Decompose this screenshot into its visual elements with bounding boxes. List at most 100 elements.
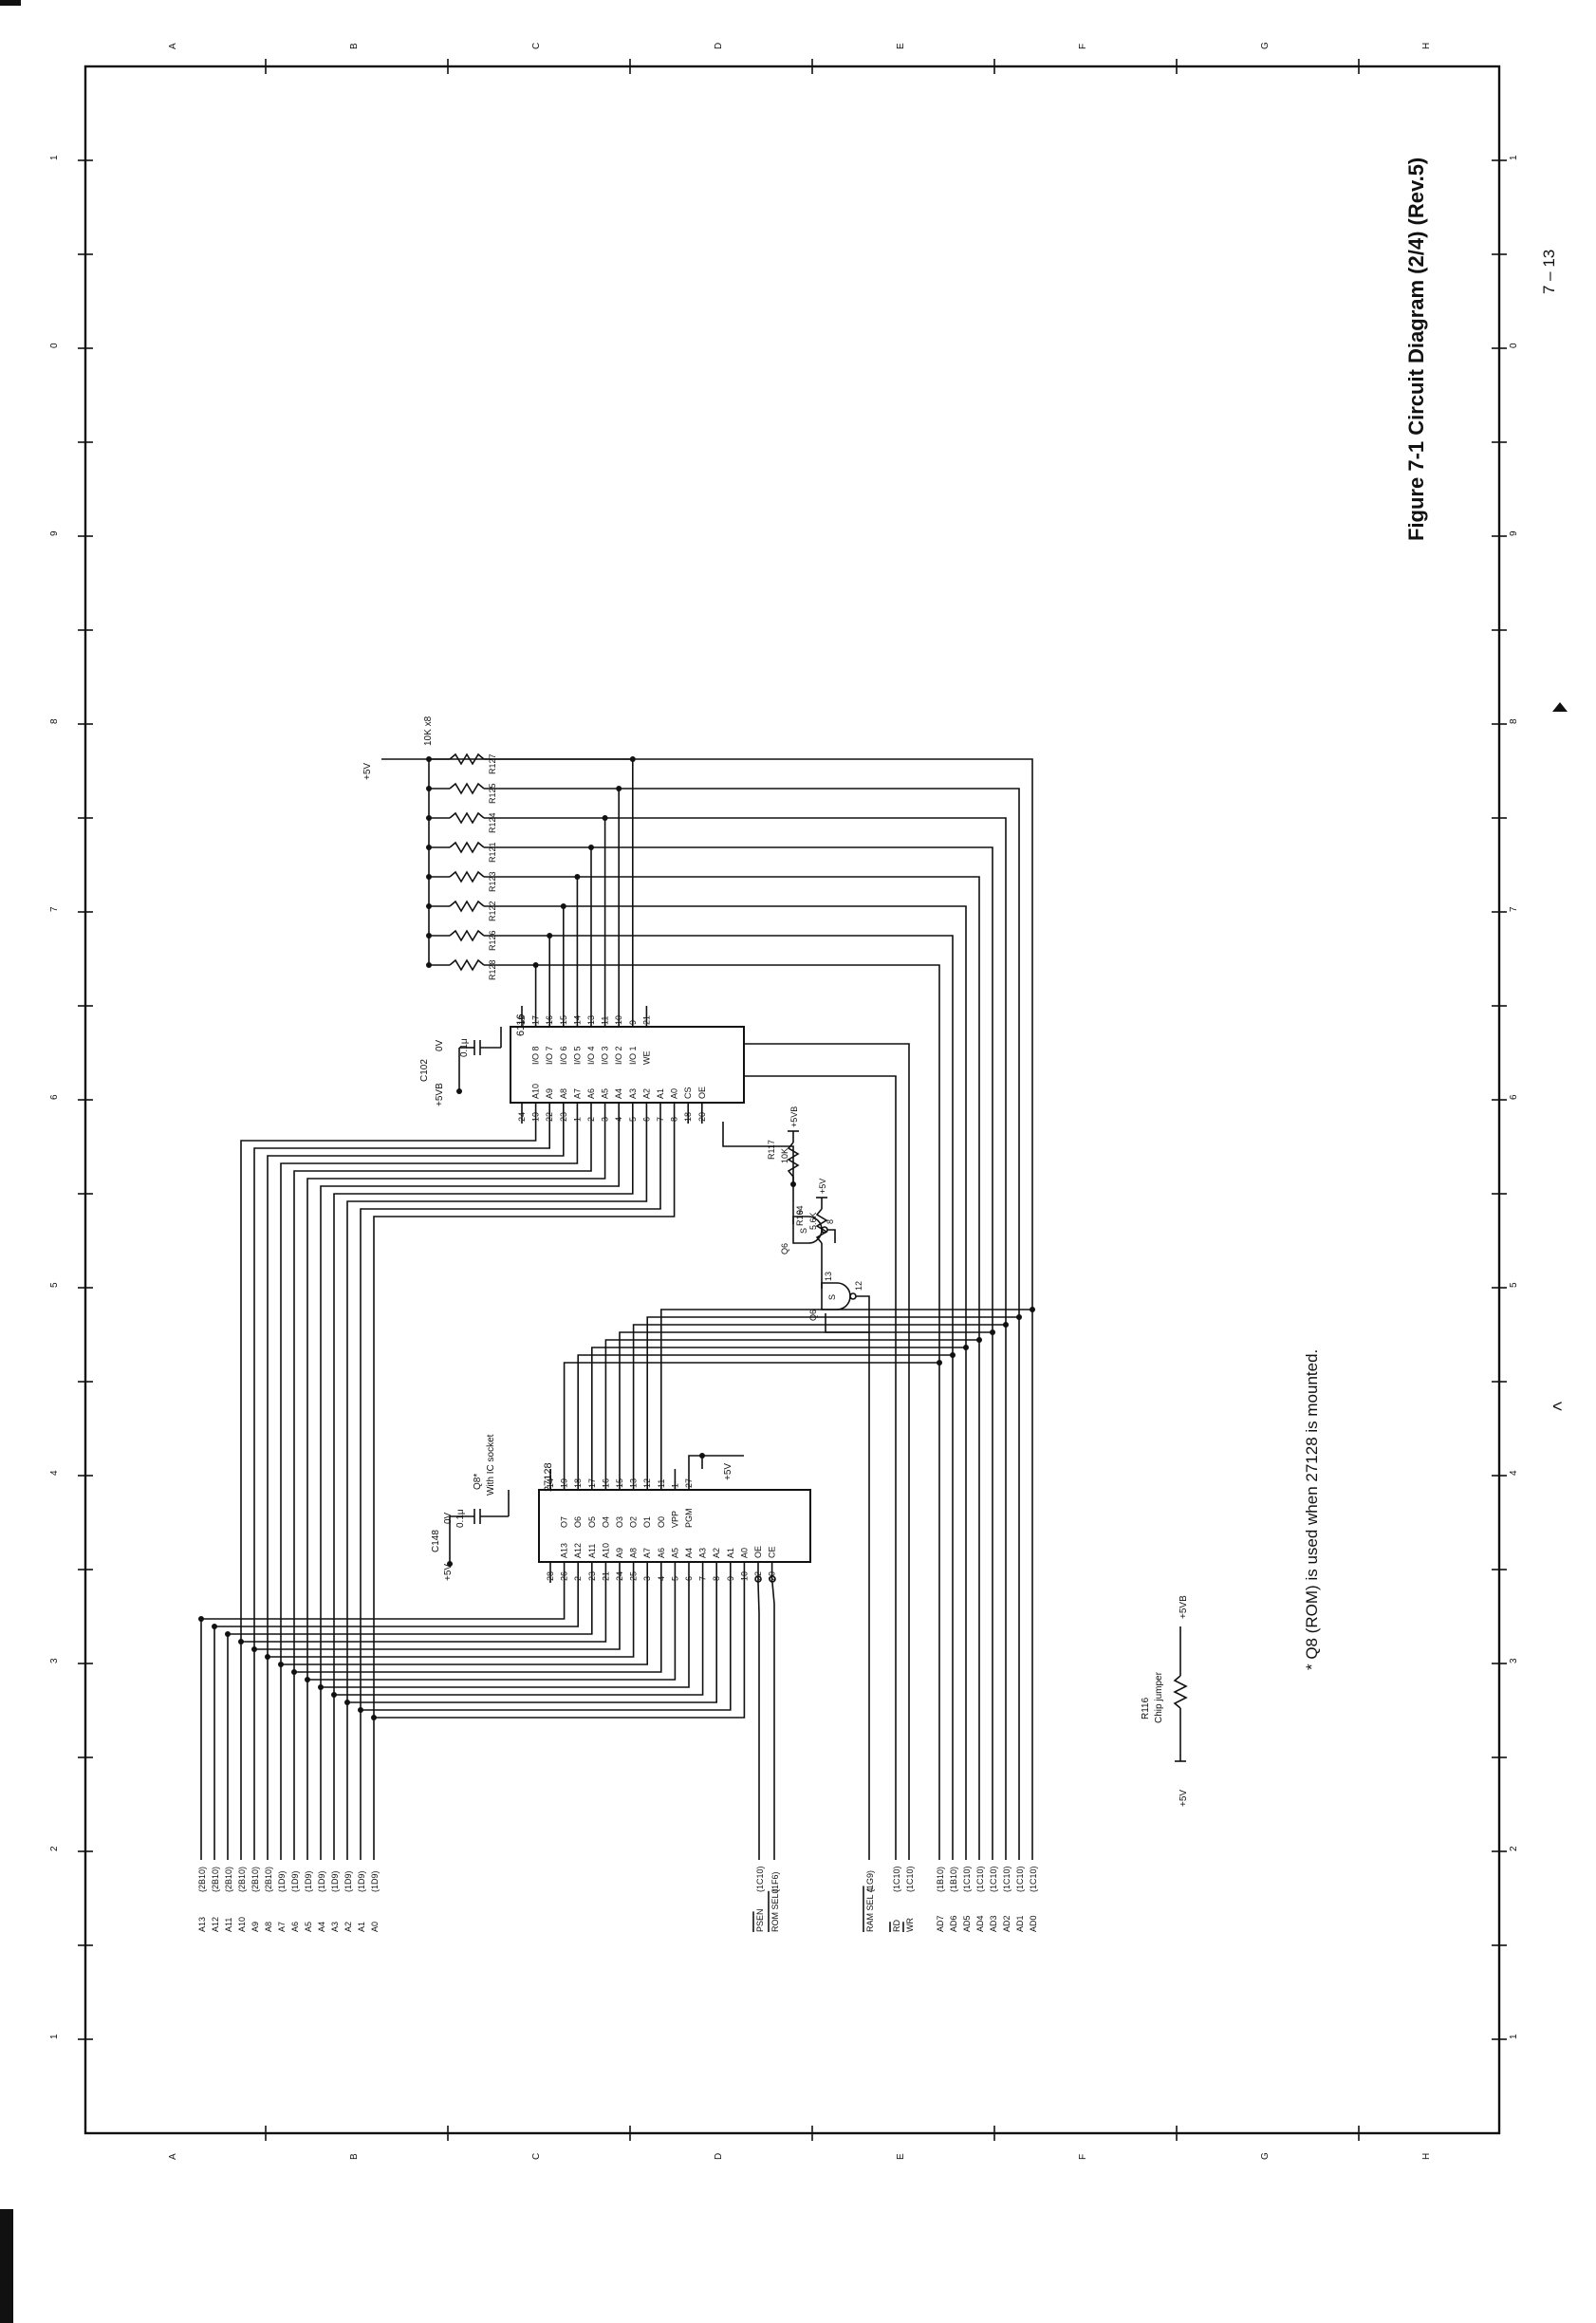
- address-wire: [373, 1583, 746, 1860]
- address-wire: [373, 1124, 676, 1718]
- pin-number: 14: [546, 1478, 555, 1488]
- pin-number: 13: [586, 1015, 596, 1025]
- pin-number: 12: [517, 1015, 527, 1025]
- pin-name: I/O 4: [586, 1046, 596, 1065]
- pin-name: A3: [698, 1548, 708, 1558]
- data-wire: [604, 1339, 980, 1860]
- zone-letter-top: E: [896, 43, 906, 49]
- pin-number: 24: [517, 1112, 527, 1122]
- connector-signal: A12: [211, 1917, 220, 1932]
- address-wire: [320, 1124, 621, 1687]
- pin-name: A9: [545, 1088, 554, 1099]
- rom-cap-label: C148: [431, 1530, 441, 1552]
- zone-letter-bottom: A: [168, 2153, 178, 2160]
- zone-letter-top: D: [714, 43, 724, 49]
- address-wire: [346, 1583, 718, 1860]
- zone-number-right: 4: [1509, 1470, 1519, 1476]
- pin-number: 26: [560, 1571, 569, 1581]
- connector-ref: (1C10): [1029, 1866, 1038, 1892]
- rom-socket-note: With IC socket: [486, 1434, 496, 1496]
- connector-signal: WR: [905, 1918, 915, 1932]
- pin-name: A1: [726, 1548, 735, 1558]
- jumper-left: +5V: [1178, 1790, 1189, 1807]
- junction-dot: [790, 1181, 796, 1187]
- pin-name: VPP: [670, 1511, 679, 1528]
- data-wire: [659, 1309, 1033, 1860]
- gate-resistor-ref: R164: [795, 1205, 805, 1226]
- pin-name: O6: [573, 1516, 583, 1528]
- data-wire: [634, 876, 980, 1340]
- pin-name: A0: [670, 1088, 679, 1099]
- connector-signal: AD1: [1015, 1915, 1025, 1932]
- pin-number: 21: [641, 1015, 651, 1025]
- address-wire: [253, 1583, 621, 1860]
- data-wire: [634, 905, 967, 1347]
- resistor-ref: R126: [488, 930, 497, 951]
- pin-number: 18: [683, 1112, 693, 1122]
- pin-name: O3: [615, 1516, 624, 1528]
- resistor-zigzag: [449, 870, 485, 883]
- resistor-zigzag: [449, 811, 485, 825]
- connector-signal: AD7: [936, 1915, 945, 1932]
- connector-ref: (1F6): [770, 1871, 780, 1892]
- address-wire: [240, 1124, 537, 1642]
- pin-number: 8: [670, 1117, 679, 1122]
- pin-number: 7: [656, 1117, 665, 1122]
- pin-name: CS: [683, 1087, 693, 1099]
- address-wire: [280, 1583, 649, 1860]
- connector-ref: (1B10): [936, 1867, 945, 1892]
- pin-name: OE: [753, 1546, 763, 1558]
- data-wire: [634, 758, 1033, 1310]
- resistor-ref: R122: [488, 901, 497, 921]
- ram-part-number: 6116: [515, 1013, 527, 1036]
- pin-number: 1: [572, 1117, 582, 1122]
- zone-number-right: 9: [1509, 530, 1519, 536]
- orientation-chevron-icon: <: [1552, 1397, 1563, 1416]
- pin-name: A2: [712, 1548, 721, 1558]
- pin-name: O5: [587, 1516, 597, 1528]
- connector-ref: (1D9): [290, 1870, 300, 1892]
- zone-number-left: 1: [49, 155, 60, 160]
- resistor-zigzag: [815, 1208, 828, 1244]
- pin-name: I/O 6: [559, 1046, 568, 1065]
- gate-pin-in: 9: [795, 1210, 805, 1215]
- pin-name: I/O 5: [572, 1046, 582, 1065]
- address-wire: [267, 1124, 565, 1657]
- pin-name: A4: [684, 1548, 694, 1558]
- address-wire: [360, 1124, 661, 1710]
- zone-number-left: 4: [49, 1470, 60, 1476]
- control-wire: [765, 1043, 910, 1860]
- pin-name: A0: [739, 1548, 749, 1558]
- data-wire: [634, 846, 993, 1332]
- pin-number: 22: [545, 1112, 554, 1122]
- gate-wire: [827, 1229, 836, 1243]
- junction-dot: [198, 1616, 204, 1622]
- zone-number-left: 7: [49, 906, 60, 912]
- junction-dot: [699, 1453, 705, 1459]
- page-number: 7 – 13: [1540, 250, 1558, 294]
- connector-signal: A7: [277, 1922, 287, 1932]
- resistor-zigzag: [449, 900, 485, 913]
- zone-letter-top: C: [531, 43, 542, 49]
- pin-name: WE: [641, 1051, 651, 1066]
- pin-number: 18: [573, 1478, 583, 1488]
- control-wire: [757, 1582, 760, 1860]
- pin-number: 9: [628, 1020, 638, 1025]
- address-wire: [293, 1583, 662, 1860]
- address-wire: [200, 1583, 566, 1860]
- resistor-zigzag: [449, 841, 485, 854]
- zone-number-right: 1: [1509, 2034, 1519, 2039]
- ram-chip-body: [510, 1026, 745, 1104]
- figure-title: Figure 7-1 Circuit Diagram (2/4) (Rev.5): [1404, 158, 1428, 541]
- rom-cap-value: 0.1μ: [455, 1509, 466, 1528]
- pin-name: A10: [531, 1084, 541, 1099]
- gate-resistor-value: 5.6K: [808, 1212, 818, 1230]
- zone-letter-top: H: [1421, 43, 1432, 49]
- inversion-bubble: [754, 1575, 762, 1583]
- chip-jumper-r116: R116 Chip jumper +5V +5VB: [1141, 1595, 1189, 1807]
- zone-number-left: 5: [49, 1282, 60, 1288]
- connector-signal: A11: [224, 1918, 233, 1932]
- pin-number: 15: [615, 1478, 624, 1488]
